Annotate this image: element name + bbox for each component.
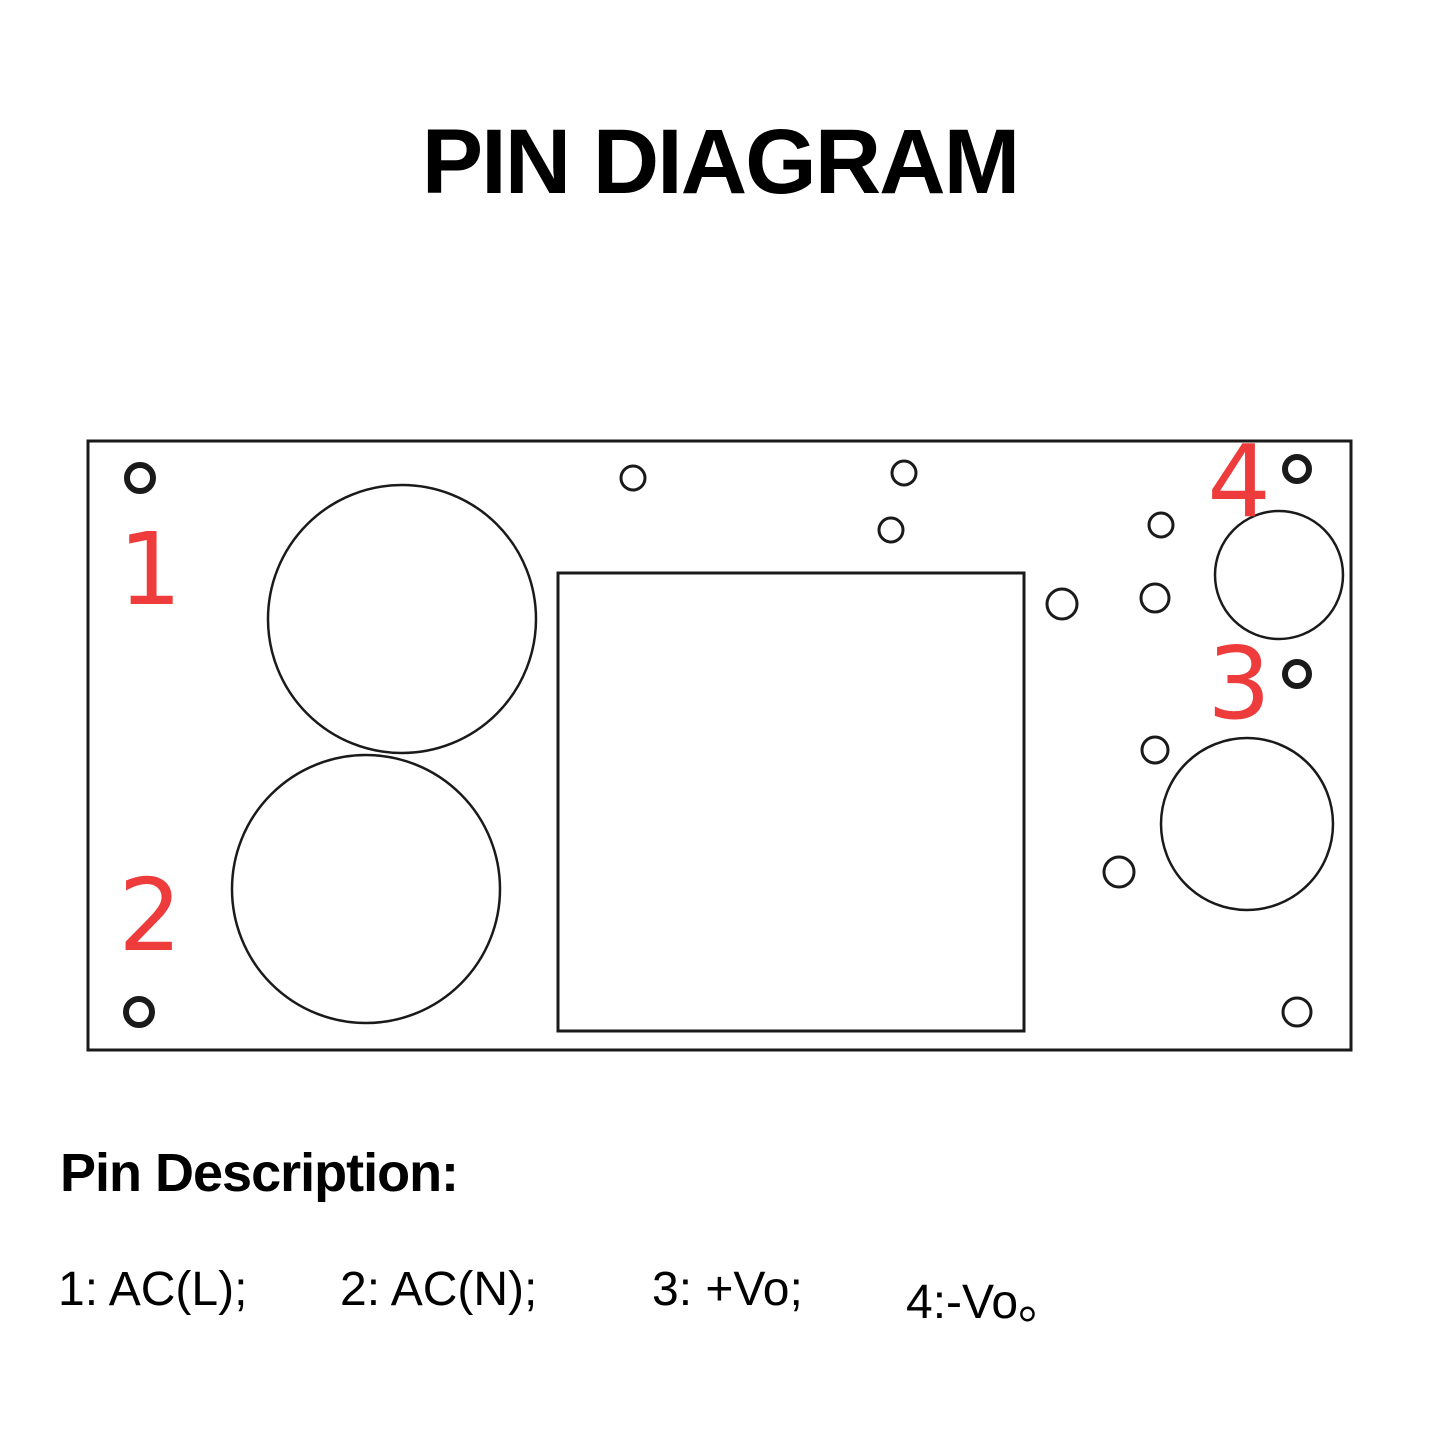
pin-label-3: 3 — [1207, 625, 1271, 742]
via-hole — [1281, 996, 1313, 1028]
via-hole — [1139, 582, 1171, 614]
pin-label-2: 2 — [118, 857, 182, 974]
via-hole — [1045, 587, 1079, 621]
transformer-footprint — [556, 571, 1026, 1033]
via-hole — [619, 464, 647, 492]
pin-description-heading: Pin Description: — [60, 1143, 459, 1203]
pin-hole-1 — [124, 462, 156, 494]
page-title: PIN DIAGRAM — [421, 111, 1020, 213]
via-hole — [1140, 735, 1170, 765]
via-hole — [890, 459, 918, 487]
via-hole — [1102, 855, 1136, 889]
via-hole — [877, 516, 905, 544]
pin-hole-2 — [123, 996, 155, 1028]
pin-description-list: 1: AC(L); 2: AC(N); 3: +Vo; 4:-Vo。 — [0, 1262, 1440, 1329]
pin-label-1: 1 — [118, 511, 182, 628]
output-capacitor-small — [1213, 509, 1345, 641]
pin-description-item-4: 4:-Vo。 — [906, 1276, 1067, 1329]
pin-label-4: 4 — [1207, 423, 1271, 540]
pin-description-item-1: 1: AC(L); — [58, 1263, 248, 1316]
output-capacitor-large — [1159, 736, 1335, 912]
pin-hole-4 — [1282, 454, 1312, 484]
pin-hole-3 — [1282, 659, 1312, 689]
large-capacitor-bottom — [230, 753, 502, 1025]
via-hole — [1147, 511, 1175, 539]
large-capacitor-top — [266, 483, 538, 755]
pin-description-item-2: 2: AC(N); — [340, 1263, 538, 1316]
pin-description-item-3: 3: +Vo; — [652, 1263, 803, 1316]
board-outline — [86, 439, 1353, 1052]
